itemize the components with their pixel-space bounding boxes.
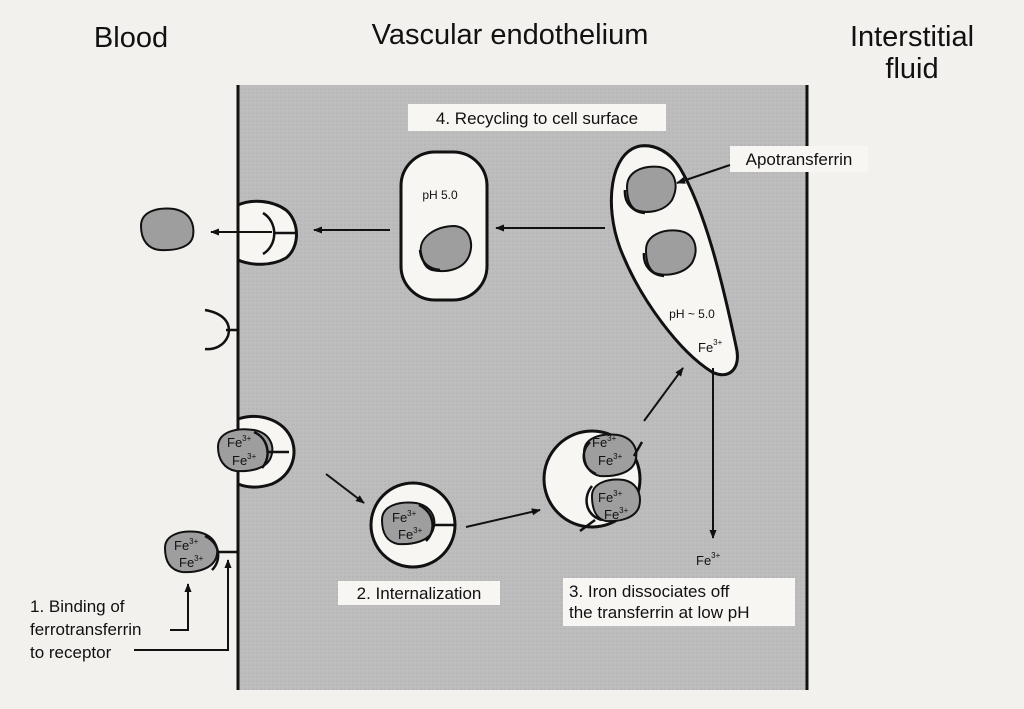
receptor-endosome-1 <box>623 189 646 215</box>
early-fe-1: Fe3+ <box>592 434 617 450</box>
arrow-pit-to-vesicle <box>325 473 365 504</box>
step1-label-line1: 1. Binding of <box>30 597 125 616</box>
step2-label: 2. Internalization <box>357 584 482 603</box>
receptor-pit <box>253 430 269 469</box>
surface-receptor <box>204 534 220 571</box>
ferrotransferrin-blood <box>163 530 219 574</box>
step1-pointer-receptor <box>134 559 232 651</box>
released-apotransferrin <box>139 207 195 252</box>
vesicle-fe-1: Fe3+ <box>392 509 417 525</box>
apotransferrin-label-box <box>730 146 868 172</box>
recycling-ph-label: pH 5.0 <box>422 188 458 202</box>
receptor-stalk-early-2 <box>579 518 596 533</box>
step1-label-line3: to receptor <box>30 643 112 662</box>
endosome-fe-label: Fe3+ <box>698 338 723 355</box>
blood-fe-2: Fe3+ <box>179 554 204 570</box>
receptor-endosome-2 <box>642 252 665 278</box>
header-interstitial-line1: Interstitial <box>850 21 974 53</box>
apotransferrin-pointer-arrow <box>676 164 731 184</box>
receptor-endosome-early-1 <box>582 441 597 476</box>
blood-fe-1: Fe3+ <box>174 537 199 553</box>
arrow-early-to-late-endosome <box>643 367 684 422</box>
pit-fe-1: Fe3+ <box>227 434 252 450</box>
step3-label-line1: 3. Iron dissociates off <box>569 582 730 601</box>
apotransferrin-in-vesicle <box>419 224 473 273</box>
early-fe-4: Fe3+ <box>604 506 629 522</box>
header-interstitial-line2: fluid <box>885 53 938 85</box>
step3-label-box <box>563 578 795 626</box>
receptor-endosome-early-2 <box>585 485 603 522</box>
arrow-vesicle-to-endosome <box>465 508 541 528</box>
free-receptor <box>204 308 231 351</box>
recycling-vesicle <box>399 150 489 302</box>
step4-label: 4. Recycling to cell surface <box>436 109 638 128</box>
step3-label-line2: the transferrin at low pH <box>569 603 749 622</box>
receptor-in-vesicle <box>418 249 441 272</box>
apotransferrin-label: Apotransferrin <box>746 150 853 169</box>
ferrotransferrin-endosome-2 <box>590 478 641 523</box>
ferrotransferrin-pit <box>216 428 274 473</box>
receptor-vesicle <box>418 503 434 542</box>
early-fe-3: Fe3+ <box>598 489 623 505</box>
step1-pointer-ferrotransferrin <box>170 583 192 631</box>
header-blood: Blood <box>94 22 168 54</box>
early-fe-2: Fe3+ <box>598 452 623 468</box>
pit-fe-2: Fe3+ <box>232 452 257 468</box>
endosome-ph-label: pH ~ 5.0 <box>669 307 715 321</box>
step4-label-box <box>408 104 666 131</box>
apotransferrin-endosome-2 <box>644 229 697 276</box>
step1-label-line2: ferrotransferrin <box>30 620 141 639</box>
vesicle-fe-2: Fe3+ <box>398 526 423 542</box>
header-vascular-endothelium: Vascular endothelium <box>372 19 649 51</box>
released-fe-label: Fe3+ <box>696 551 721 568</box>
step2-label-box <box>338 581 500 605</box>
receptor-stalk-early-1 <box>632 441 644 457</box>
apotransferrin-endosome-1 <box>625 165 677 213</box>
